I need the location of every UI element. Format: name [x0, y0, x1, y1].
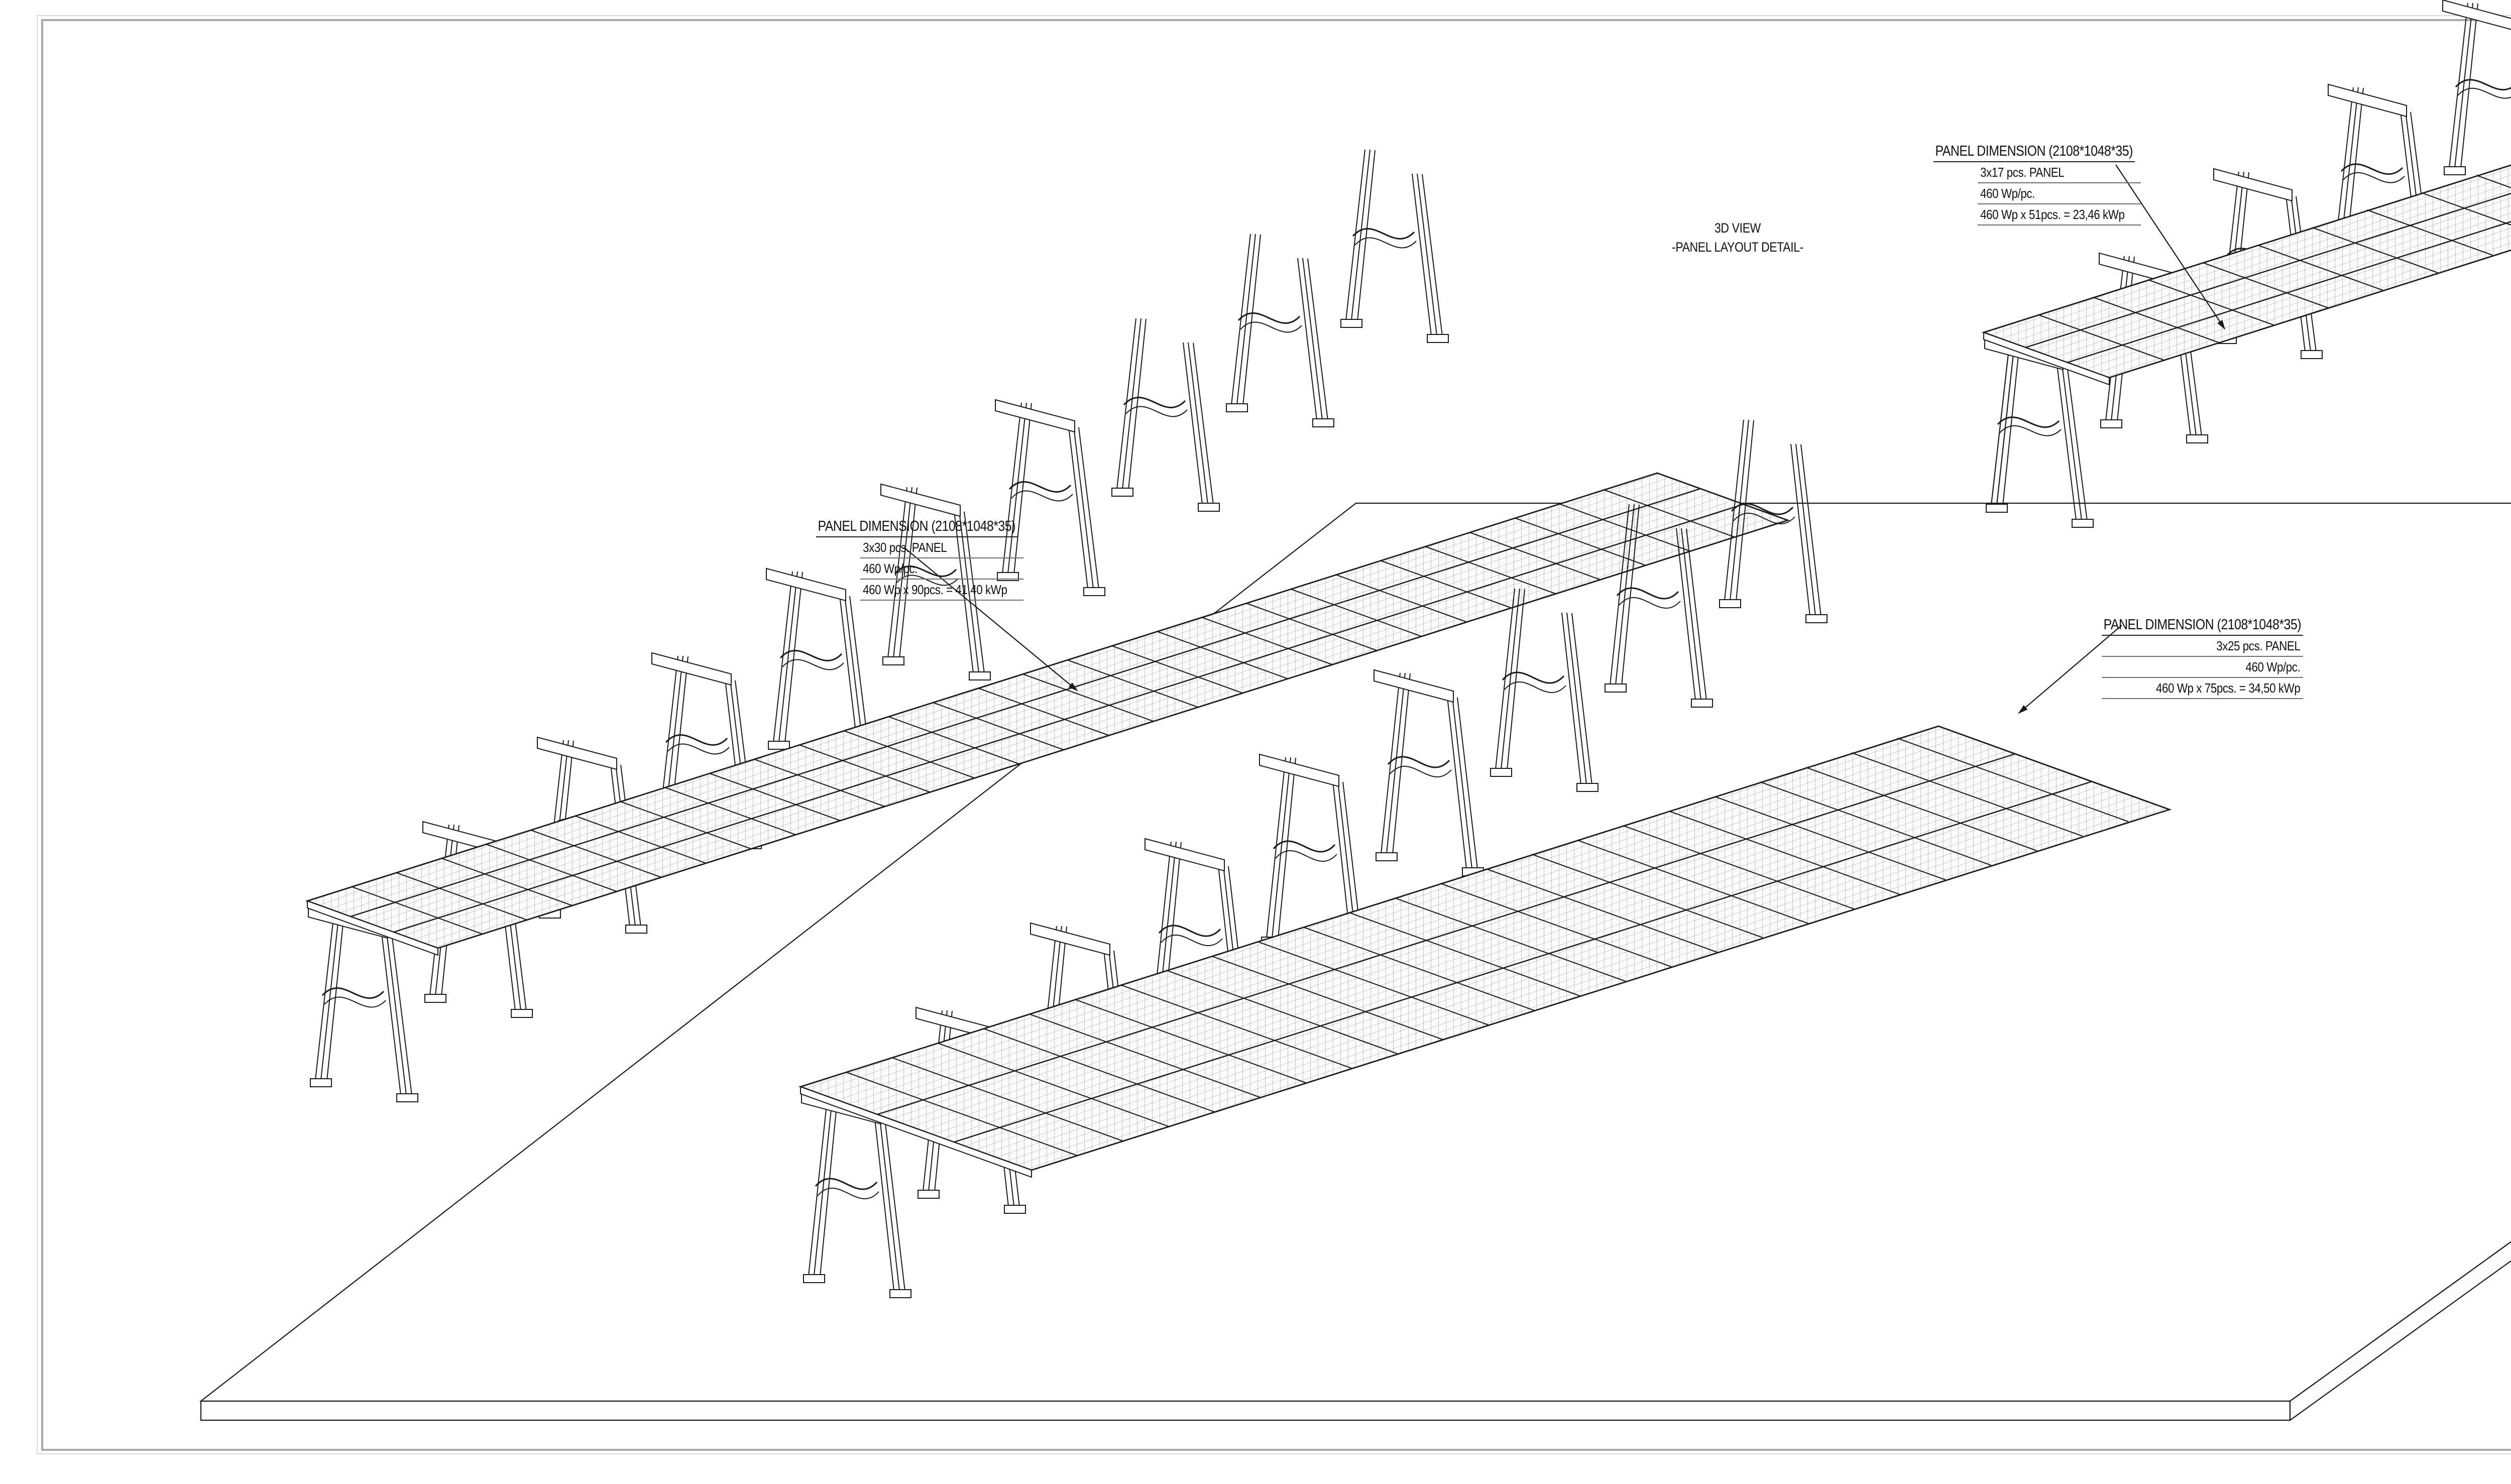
callout-row-total: 460 Wp x 90pcs. = 41,40 kWp: [860, 580, 1023, 601]
sheet-border-inner: [41, 19, 2511, 1451]
callout-rows: 3x17 pcs. PANEL 460 Wp/pc. 460 Wp x 51pc…: [1978, 162, 2167, 225]
callout-array-top-right: PANEL DIMENSION (2108*1048*35) 3x17 pcs.…: [1933, 143, 2167, 225]
view-title-line1: 3D VIEW: [1714, 220, 1761, 236]
callout-header: PANEL DIMENSION (2108*1048*35): [1933, 143, 2135, 162]
callout-array-bottom: PANEL DIMENSION (2108*1048*35) 3x25 pcs.…: [2069, 617, 2303, 699]
leader-bottom: [2018, 625, 2122, 714]
callout-row-panel-count: 3x30 pcs. PANEL: [860, 537, 1023, 558]
carport-array-middle-left: [305, 149, 1790, 1102]
panel-deck-top-right: [1981, 164, 2511, 386]
callout-row-wp-per-panel: 460 Wp/pc.: [860, 558, 1023, 580]
leader-middle-left: [903, 547, 1078, 692]
callout-header: PANEL DIMENSION (2108*1048*35): [816, 518, 1017, 537]
callout-row-total: 460 Wp x 75pcs. = 34,50 kWp: [2102, 678, 2303, 699]
callout-header: PANEL DIMENSION (2108*1048*35): [2102, 617, 2303, 636]
callout-row-total: 460 Wp x 51pcs. = 23,46 kWp: [1978, 204, 2141, 225]
panel-deck-bottom: [798, 725, 2172, 1178]
carport-array-top-right: [1981, 0, 2511, 528]
sheet-border-outer: [37, 15, 2511, 1454]
callout-row-wp-per-panel: 460 Wp/pc.: [1978, 183, 2141, 204]
callout-row-wp-per-panel: 460 Wp/pc.: [2102, 657, 2303, 678]
leader-lines: [903, 164, 2226, 714]
callout-array-middle-left: PANEL DIMENSION (2108*1048*35) 3x30 pcs.…: [816, 518, 1050, 601]
leader-top-right: [2115, 164, 2226, 330]
view-title: 3D VIEW -PANEL LAYOUT DETAIL-: [1622, 218, 1853, 257]
carport-array-bottom: [798, 419, 2172, 1298]
view-title-line2: -PANEL LAYOUT DETAIL-: [1672, 240, 1803, 255]
callout-row-panel-count: 3x25 pcs. PANEL: [2102, 636, 2303, 657]
callout-rows: 3x25 pcs. PANEL 460 Wp/pc. 460 Wp x 75pc…: [2069, 636, 2303, 699]
panel-deck-middle-left: [305, 472, 1790, 956]
callout-rows: 3x30 pcs. PANEL 460 Wp/pc. 460 Wp x 90pc…: [860, 537, 1050, 601]
callout-row-panel-count: 3x17 pcs. PANEL: [1978, 162, 2141, 183]
